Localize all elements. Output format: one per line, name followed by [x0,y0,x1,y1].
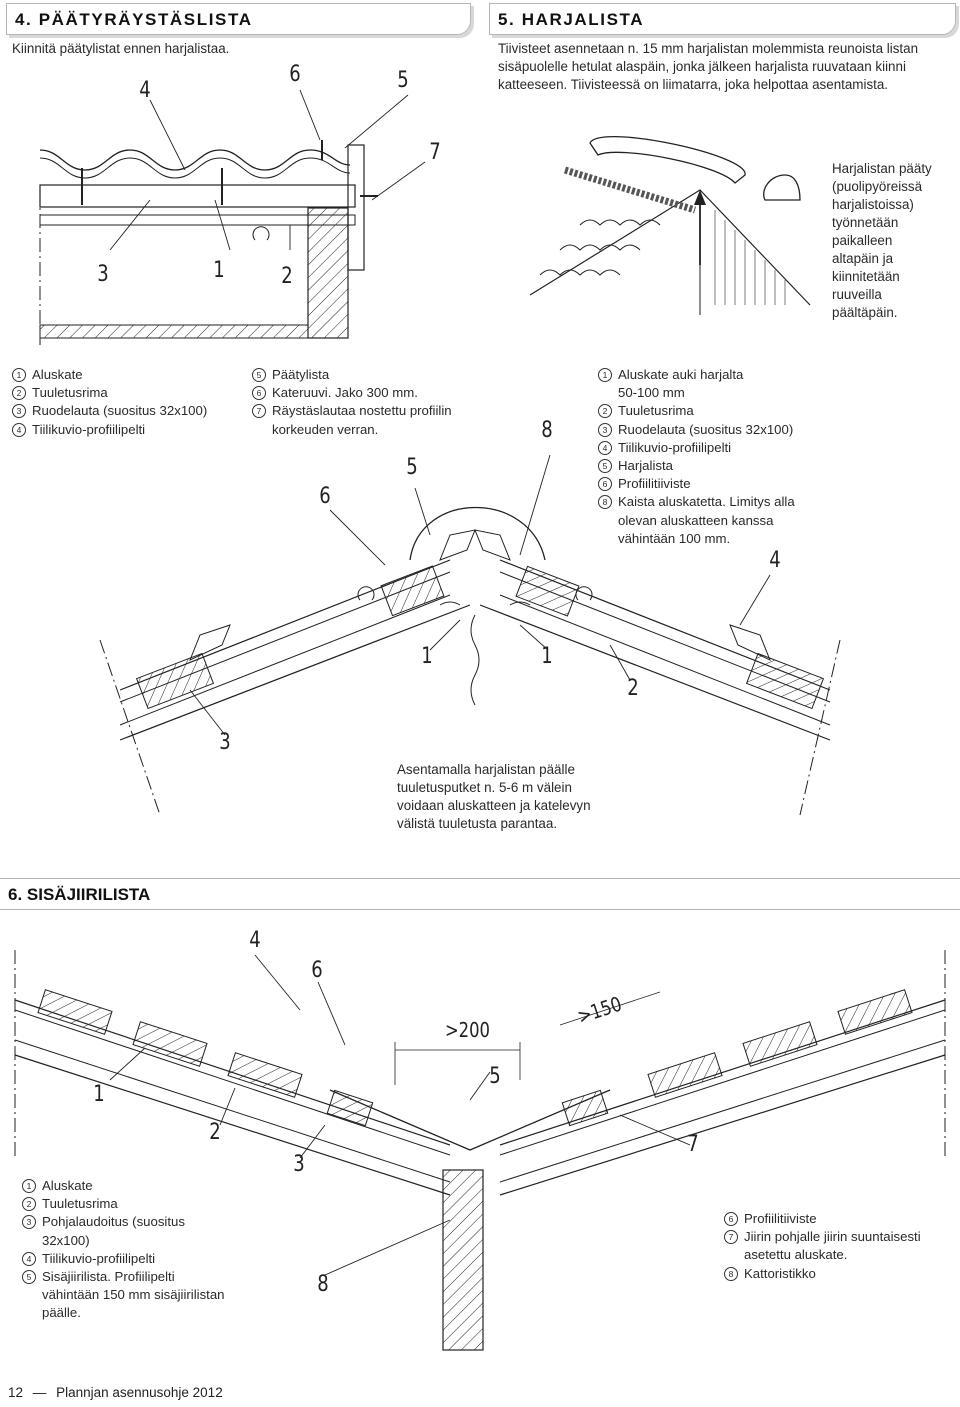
callout-3: 3 [219,730,231,755]
callout-7: 7 [687,1132,699,1157]
callout-1: 1 [421,644,433,669]
callout-8: 8 [317,1272,329,1297]
callout-6: 6 [319,484,331,509]
callout-2: 2 [627,676,639,701]
callout-2: 2 [209,1120,221,1145]
page-number: 12 [8,1385,24,1400]
section-4-title-text: 4. PÄÄTYRÄYSTÄSLISTA [15,10,253,29]
callout-4: 4 [249,928,261,953]
callout-3: 3 [293,1152,305,1177]
callout-4: 4 [139,78,151,103]
end-eave-diagram [39,89,426,345]
section-5-title: 5. HARJALISTA [489,3,956,35]
callout-6: 6 [289,62,301,87]
footer-dash: — [32,1385,47,1400]
section-6-title: 6. SISÄJIIRILISTA [0,878,960,910]
callout-2: 2 [281,264,293,289]
valley-diagram [14,950,946,1351]
callout-1: 1 [213,258,225,283]
legend-item-continued: korkeuden verran. [272,421,379,437]
page-footer: 12 — Plannjan asennusohje 2012 [8,1385,223,1400]
callout-4: 4 [769,548,781,573]
section-4-title: 4. PÄÄTYRÄYSTÄSLISTA [6,3,471,35]
ridge-section-diagram [99,454,841,816]
document-title: Plannjan asennusohje 2012 [56,1385,223,1400]
dimension-200: >200 [444,1018,490,1042]
section-5-intro: Tiivisteet asennetaan n. 15 mm harjalist… [498,41,919,92]
callout-6: 6 [311,958,323,983]
legend-item-continued: asetettu aluskate. [744,1247,848,1263]
callout-1: 1 [541,644,553,669]
section-4-intro: Kiinnitä päätylistat ennen harjalistaa. [12,41,230,56]
legend-item-continued: olevan aluskatteen kanssa [618,512,774,528]
legend-item-continued: 32x100) [42,1232,90,1248]
callout-5: 5 [489,1064,501,1089]
legend-item-continued: päälle. [42,1305,81,1321]
callout-7: 7 [429,140,441,165]
legend-item-continued: vähintään 150 mm sisäjiirilistan [42,1287,225,1303]
ridge-end-diagram [529,136,811,315]
legend-item-continued: vähintään 100 mm. [618,530,731,546]
callout-5: 5 [397,68,409,93]
section-5-title-text: 5. HARJALISTA [498,10,645,29]
callout-3: 3 [97,262,109,287]
ridge-end-note: Harjalistan pääty (puolipyöreissä harjal… [832,161,932,320]
callout-8: 8 [541,418,553,443]
ridge-vent-caption: Asentamalla harjalistan päälle tuuletusp… [397,762,591,831]
section-6-title-text: 6. SISÄJIIRILISTA [8,885,151,904]
callout-1: 1 [93,1082,105,1107]
legend-item-continued: 50-100 mm [618,385,685,401]
callout-5: 5 [406,455,418,480]
